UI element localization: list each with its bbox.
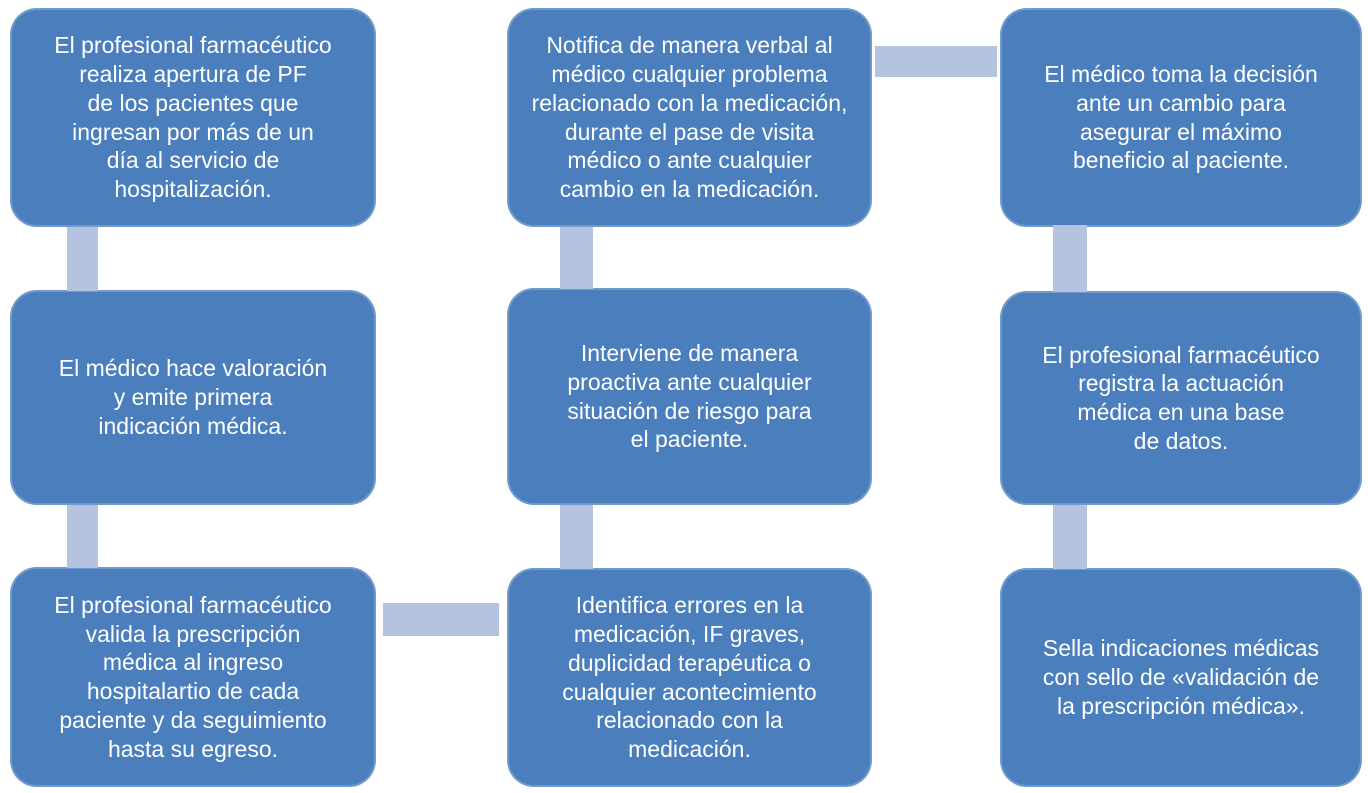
flow-step-identify-errors: Identifica errores en la medicación, IF … <box>507 568 872 787</box>
flow-step-doctor-decision: El médico toma la decisión ante un cambi… <box>1000 8 1362 227</box>
connector-right-middle-to-bottom <box>1053 505 1087 569</box>
connector-left-top-to-middle <box>67 227 98 291</box>
connector-left-middle-to-bottom <box>67 505 98 568</box>
flow-step-proactive-intervention: Interviene de manera proactiva ante cual… <box>507 288 872 505</box>
flow-step-verbal-notification: Notifica de manera verbal al médico cual… <box>507 8 872 227</box>
flow-step-validate-prescription: El profesional farmacéutico valida la pr… <box>10 567 376 787</box>
connector-leftbottom-to-centerbottom <box>383 603 499 636</box>
flow-step-first-indication: El médico hace valoración y emite primer… <box>10 290 376 505</box>
connector-center-bottom-to-middle <box>560 505 593 569</box>
connector-centertop-to-righttop <box>875 46 997 77</box>
flow-step-register-database: El profesional farmacéutico registra la … <box>1000 291 1362 505</box>
connector-right-top-to-middle <box>1053 225 1087 292</box>
connector-center-middle-to-top <box>560 227 593 289</box>
flow-step-stamp-validation: Sella indicaciones médicas con sello de … <box>1000 568 1362 787</box>
flow-step-open-pf: El profesional farmacéutico realiza aper… <box>10 8 376 227</box>
